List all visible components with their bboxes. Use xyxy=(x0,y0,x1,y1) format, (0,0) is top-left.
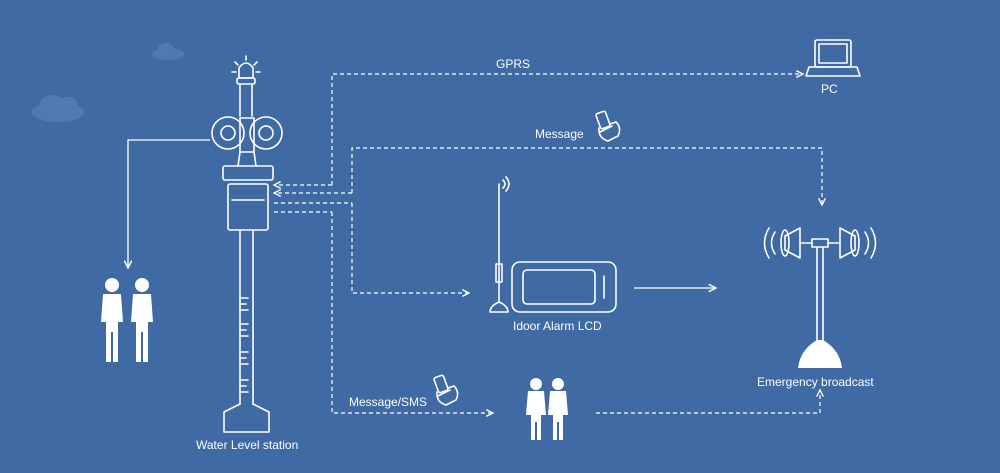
lcd-label: Idoor Alarm LCD xyxy=(513,319,602,333)
broadcast-speaker-icon xyxy=(763,227,877,368)
cloud-icon xyxy=(152,43,184,60)
hand-phone-icon xyxy=(433,374,459,406)
link-lcd xyxy=(351,203,469,293)
link-gprs xyxy=(331,74,803,185)
cloud-icon xyxy=(32,95,84,122)
link-sms xyxy=(331,212,493,413)
sms-label: Message/SMS xyxy=(349,395,428,409)
link-inbound xyxy=(274,185,352,193)
hand-phone-icon xyxy=(595,110,621,142)
beacon-light-icon xyxy=(231,55,261,85)
station-label: Water Level station xyxy=(196,438,299,452)
broadcast-label: Emergency broadcast xyxy=(757,375,874,389)
link-people-broadcast xyxy=(596,390,820,414)
lcd-display-icon xyxy=(511,261,617,313)
people-icon xyxy=(101,278,153,362)
link-message xyxy=(351,147,822,205)
gprs-label: GPRS xyxy=(496,57,531,71)
pc-label: PC xyxy=(821,82,838,96)
siren-speaker-icon xyxy=(211,116,283,153)
people-icon xyxy=(526,378,568,440)
link-outbound xyxy=(274,202,352,213)
message-label: Message xyxy=(535,127,584,141)
water-level-station xyxy=(211,55,283,433)
laptop-icon xyxy=(805,39,861,77)
link-station-people xyxy=(128,139,210,268)
antenna-icon xyxy=(489,176,510,313)
water-level-gauge-icon xyxy=(239,297,249,393)
